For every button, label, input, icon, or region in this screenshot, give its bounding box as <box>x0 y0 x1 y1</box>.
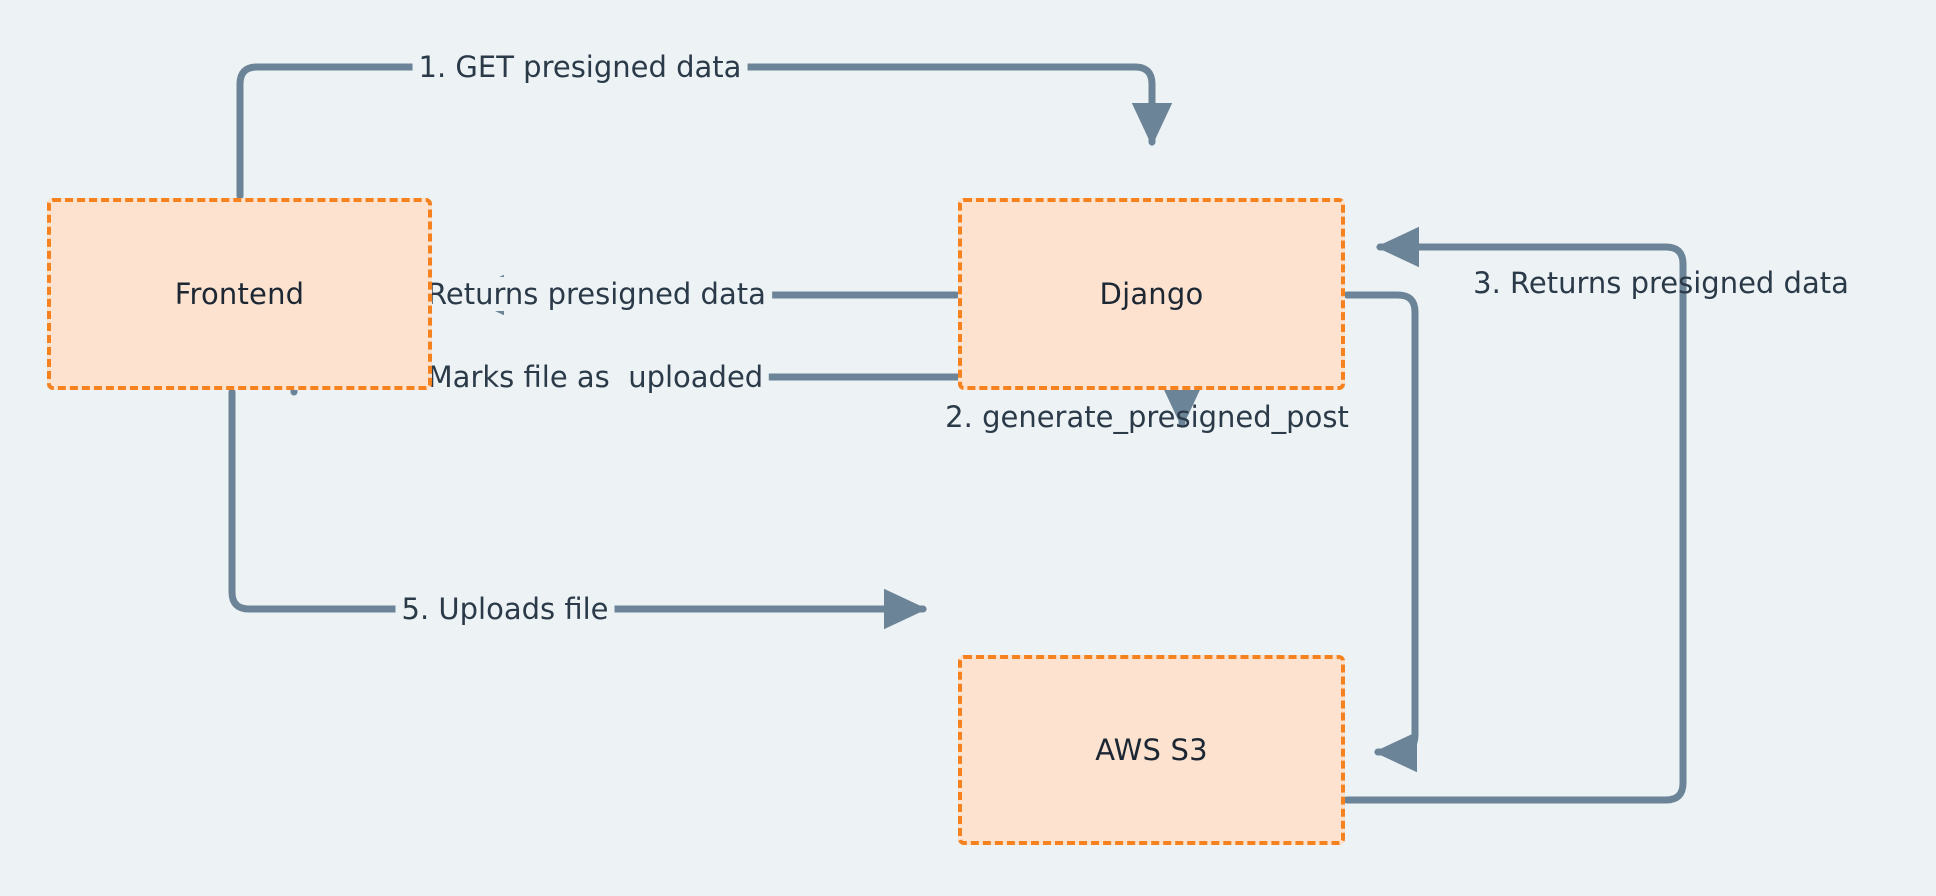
edge-label-6: 6. Marks file as uploaded <box>384 360 770 394</box>
node-aws-s3[interactable]: AWS S3 <box>958 655 1345 845</box>
node-frontend[interactable]: Frontend <box>47 198 432 390</box>
edge-path-2 <box>1343 291 1419 773</box>
node-django[interactable]: Django <box>958 198 1345 390</box>
edge-path-1 <box>236 63 1173 200</box>
edge-path-3 <box>1343 226 1687 804</box>
edge-label-4: 4. Returns presigned data <box>384 277 772 311</box>
edge-label-1: 1. GET presigned data <box>412 50 748 84</box>
edge-label-2: 2. generate_presigned_post <box>945 400 1349 434</box>
edge-path-5 <box>228 388 928 630</box>
node-aws-s3-label: AWS S3 <box>1095 733 1208 767</box>
edge-label-5: 5. Uploads file <box>395 592 615 626</box>
edge-label-3: 3. Returns presigned data <box>1473 266 1849 300</box>
node-frontend-label: Frontend <box>174 277 305 311</box>
node-django-label: Django <box>1099 277 1204 311</box>
